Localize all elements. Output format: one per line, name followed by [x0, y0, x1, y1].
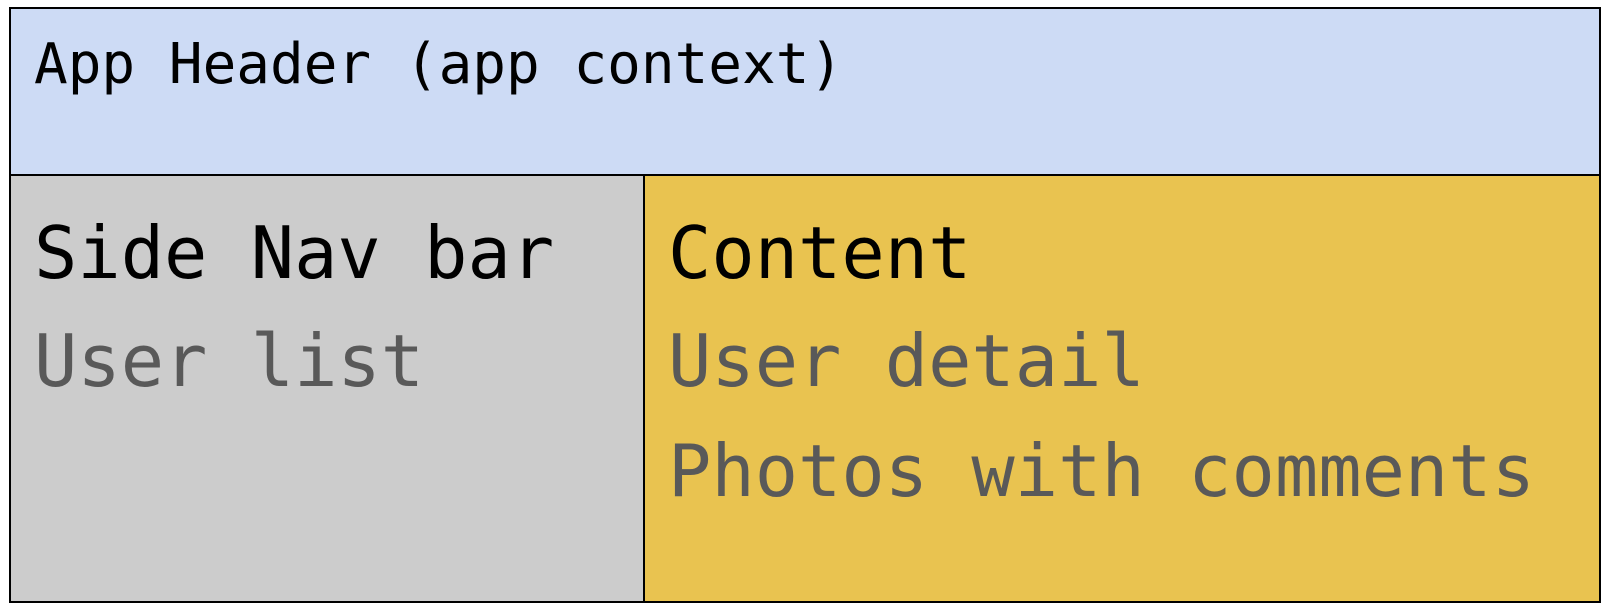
- content-item-user-detail: User detail: [668, 319, 1145, 403]
- content-item-photos-with-comments: Photos with comments: [668, 429, 1535, 513]
- side-nav-title: Side Nav bar: [34, 211, 555, 295]
- app-header-region: App Header (app context): [11, 9, 1599, 176]
- side-nav-region: Side Nav bar User list: [11, 176, 645, 601]
- side-nav-item-user-list: User list: [34, 319, 425, 403]
- content-region: Content User detail Photos with comments: [645, 176, 1599, 601]
- content-title: Content: [668, 211, 972, 295]
- layout-diagram: App Header (app context) Side Nav bar Us…: [9, 7, 1601, 603]
- app-header-label: App Header (app context): [34, 32, 844, 97]
